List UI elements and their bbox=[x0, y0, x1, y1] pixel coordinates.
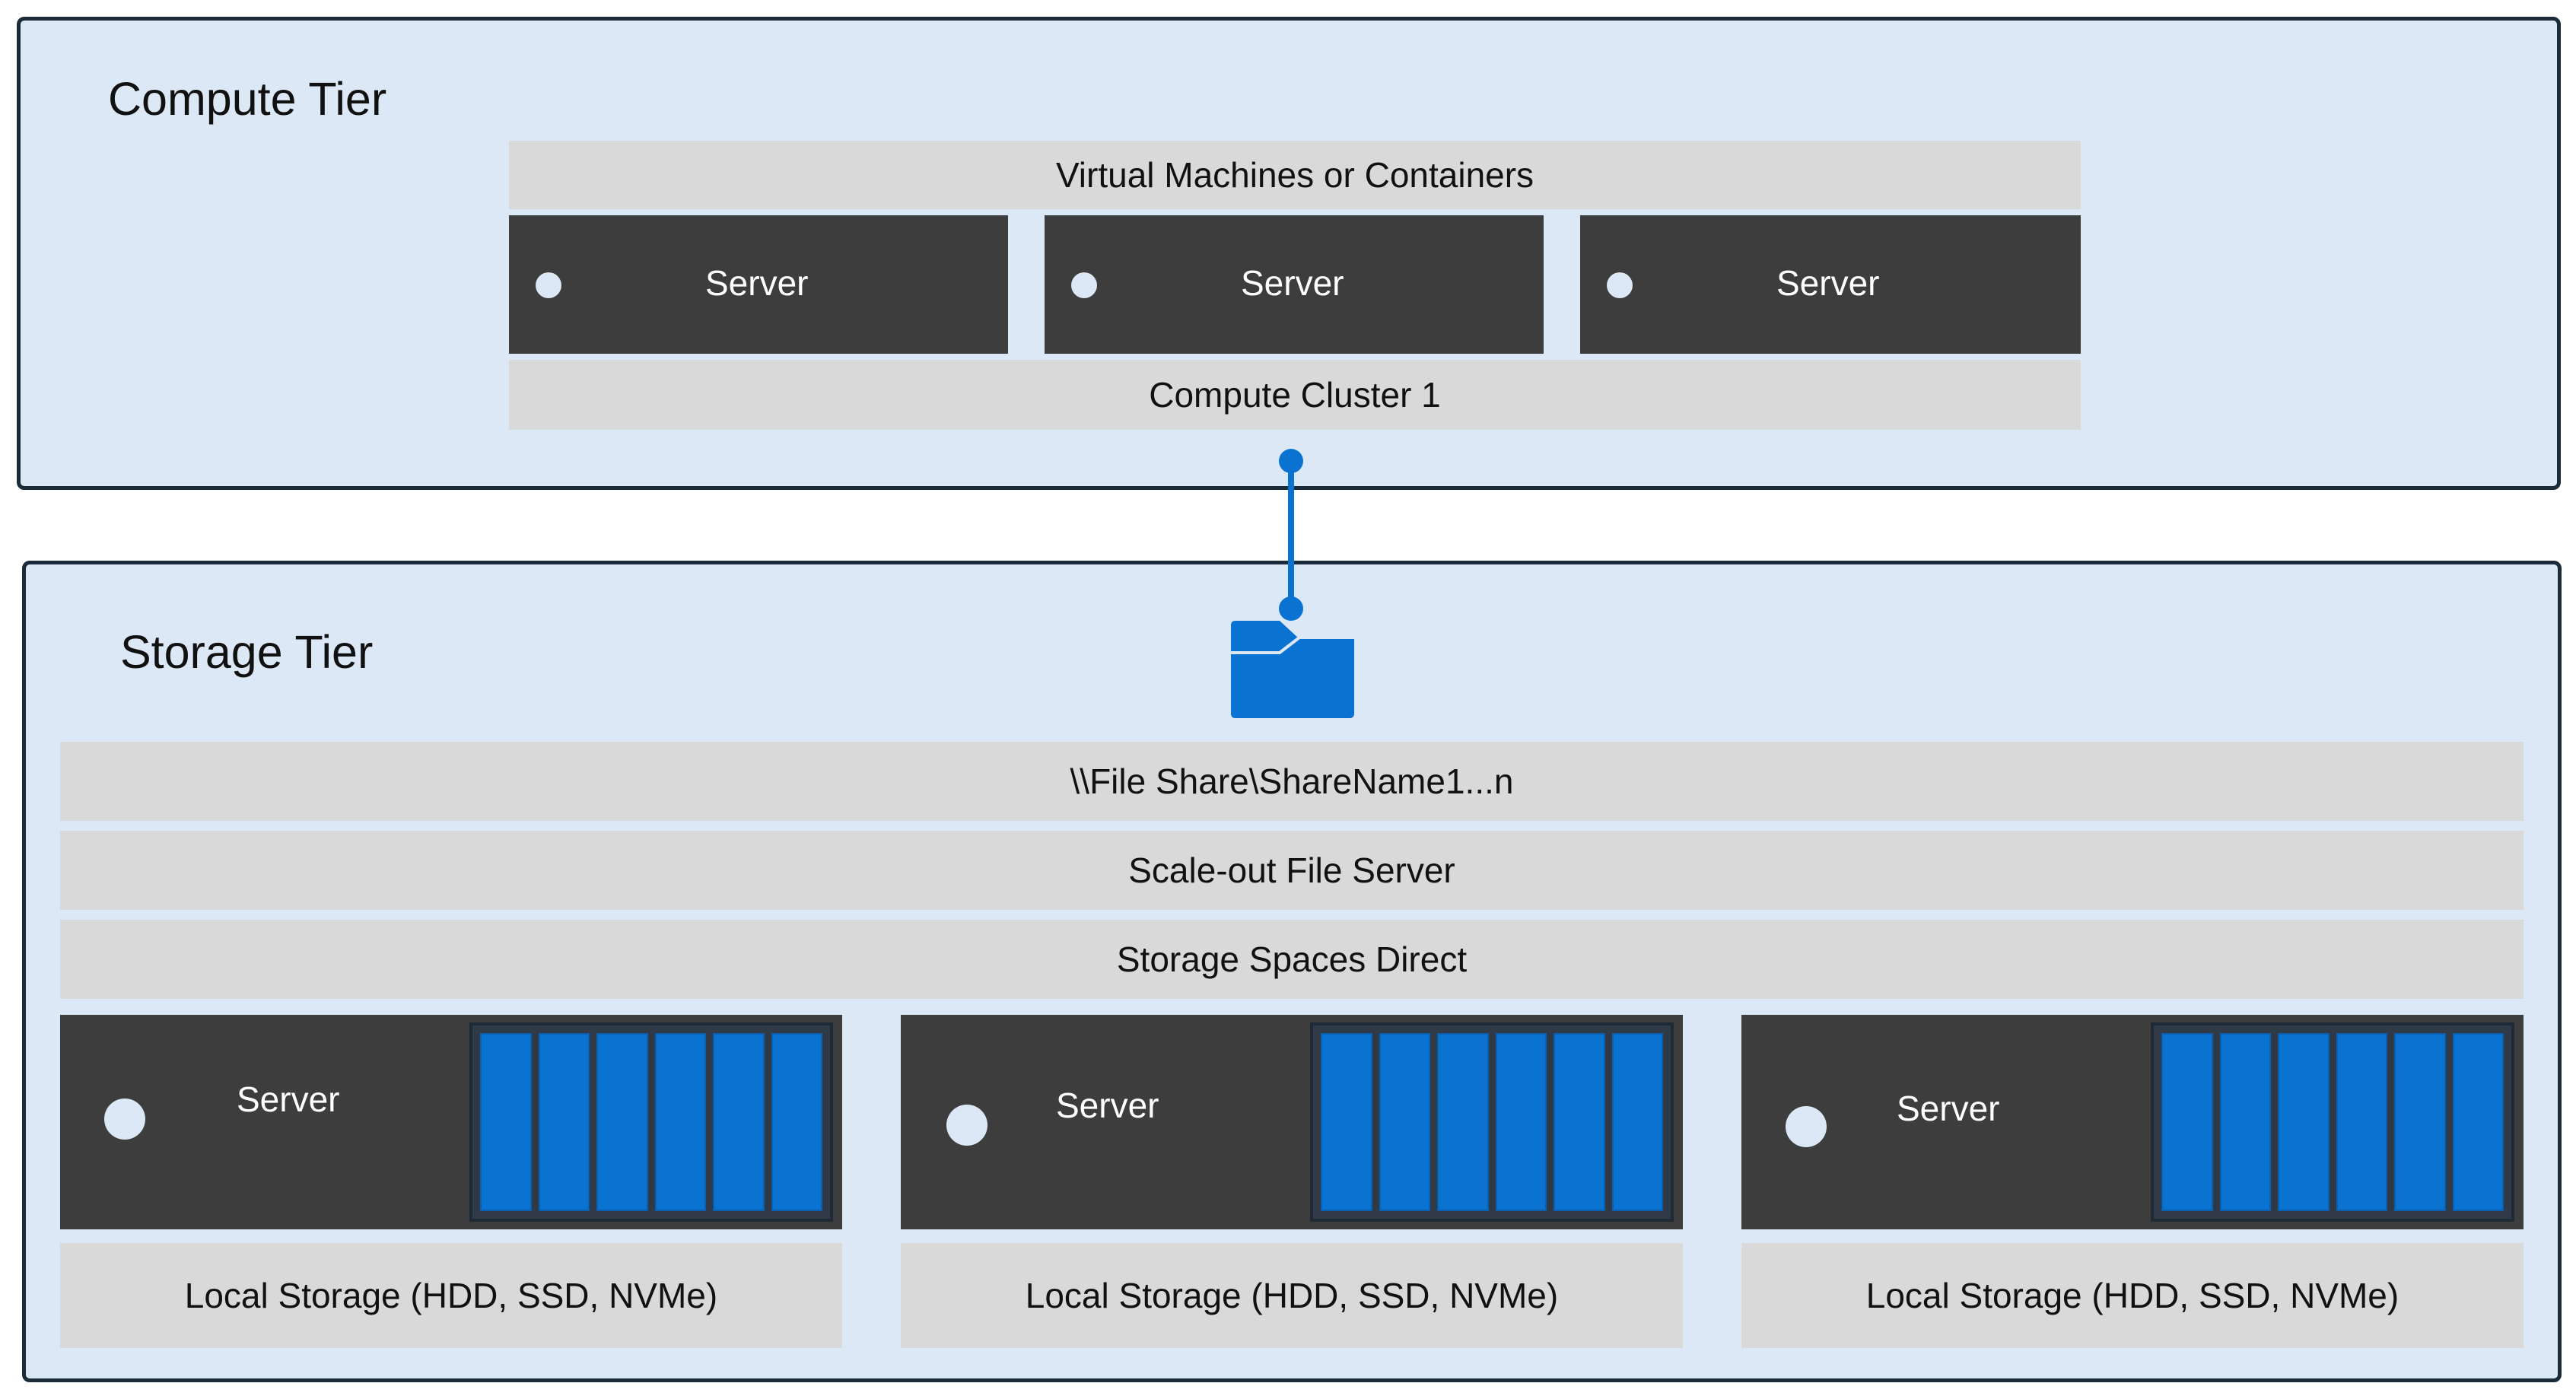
drive-bay bbox=[1310, 1022, 1674, 1222]
drive-icon bbox=[654, 1033, 706, 1211]
compute-tier-panel: Compute Tier Virtual Machines or Contain… bbox=[17, 17, 2561, 490]
local-storage-band-2: Local Storage (HDD, SSD, NVMe) bbox=[901, 1243, 1683, 1348]
drive-icon bbox=[2219, 1033, 2271, 1211]
drive-icon bbox=[1437, 1033, 1489, 1211]
drive-icon bbox=[2336, 1033, 2387, 1211]
storage-server-3: Server bbox=[1741, 1015, 2524, 1229]
compute-tier-title: Compute Tier bbox=[108, 73, 387, 125]
drive-icon bbox=[2161, 1033, 2213, 1211]
storage-server-label: Server bbox=[1056, 1086, 1159, 1125]
power-led-icon bbox=[946, 1105, 987, 1146]
drive-bay bbox=[2151, 1022, 2514, 1222]
drive-icon bbox=[771, 1033, 822, 1211]
local-storage-band-3: Local Storage (HDD, SSD, NVMe) bbox=[1741, 1243, 2524, 1348]
drive-icon bbox=[538, 1033, 590, 1211]
scale-out-file-server-band: Scale-out File Server bbox=[60, 831, 2524, 910]
storage-server-label: Server bbox=[1897, 1089, 2000, 1128]
drive-icon bbox=[2278, 1033, 2330, 1211]
storage-server-2: Server bbox=[901, 1015, 1683, 1229]
power-led-icon bbox=[1071, 272, 1097, 298]
compute-server-label: Server bbox=[1241, 263, 1344, 303]
folder-icon bbox=[1231, 621, 1354, 718]
drive-icon bbox=[1611, 1033, 1663, 1211]
storage-server-1: Server bbox=[60, 1015, 842, 1229]
drive-icon bbox=[2394, 1033, 2446, 1211]
compute-server-label: Server bbox=[1776, 263, 1880, 303]
storage-tier-panel: Storage Tier \\File Share\ShareName1...n… bbox=[22, 561, 2562, 1382]
drive-bay bbox=[469, 1022, 833, 1222]
drive-icon bbox=[1495, 1033, 1547, 1211]
drive-icon bbox=[2452, 1033, 2504, 1211]
drive-icon bbox=[1554, 1033, 1605, 1211]
compute-server-3: Server bbox=[1580, 215, 2081, 354]
drive-icon bbox=[1379, 1033, 1430, 1211]
drive-icon bbox=[596, 1033, 648, 1211]
storage-tier-title: Storage Tier bbox=[120, 626, 374, 678]
storage-spaces-direct-band: Storage Spaces Direct bbox=[60, 920, 2524, 999]
drive-icon bbox=[713, 1033, 765, 1211]
power-led-icon bbox=[104, 1099, 145, 1140]
compute-server-label: Server bbox=[705, 263, 809, 303]
storage-server-label: Server bbox=[237, 1079, 340, 1119]
power-led-icon bbox=[1607, 272, 1633, 298]
power-led-icon bbox=[536, 272, 561, 298]
drive-icon bbox=[480, 1033, 532, 1211]
power-led-icon bbox=[1786, 1106, 1827, 1147]
vm-containers-band: Virtual Machines or Containers bbox=[509, 141, 2081, 209]
file-share-band: \\File Share\ShareName1...n bbox=[60, 742, 2524, 821]
compute-server-1: Server bbox=[509, 215, 1008, 354]
compute-server-2: Server bbox=[1045, 215, 1544, 354]
local-storage-band-1: Local Storage (HDD, SSD, NVMe) bbox=[60, 1243, 842, 1348]
drive-icon bbox=[1321, 1033, 1372, 1211]
compute-cluster-band: Compute Cluster 1 bbox=[509, 360, 2081, 430]
